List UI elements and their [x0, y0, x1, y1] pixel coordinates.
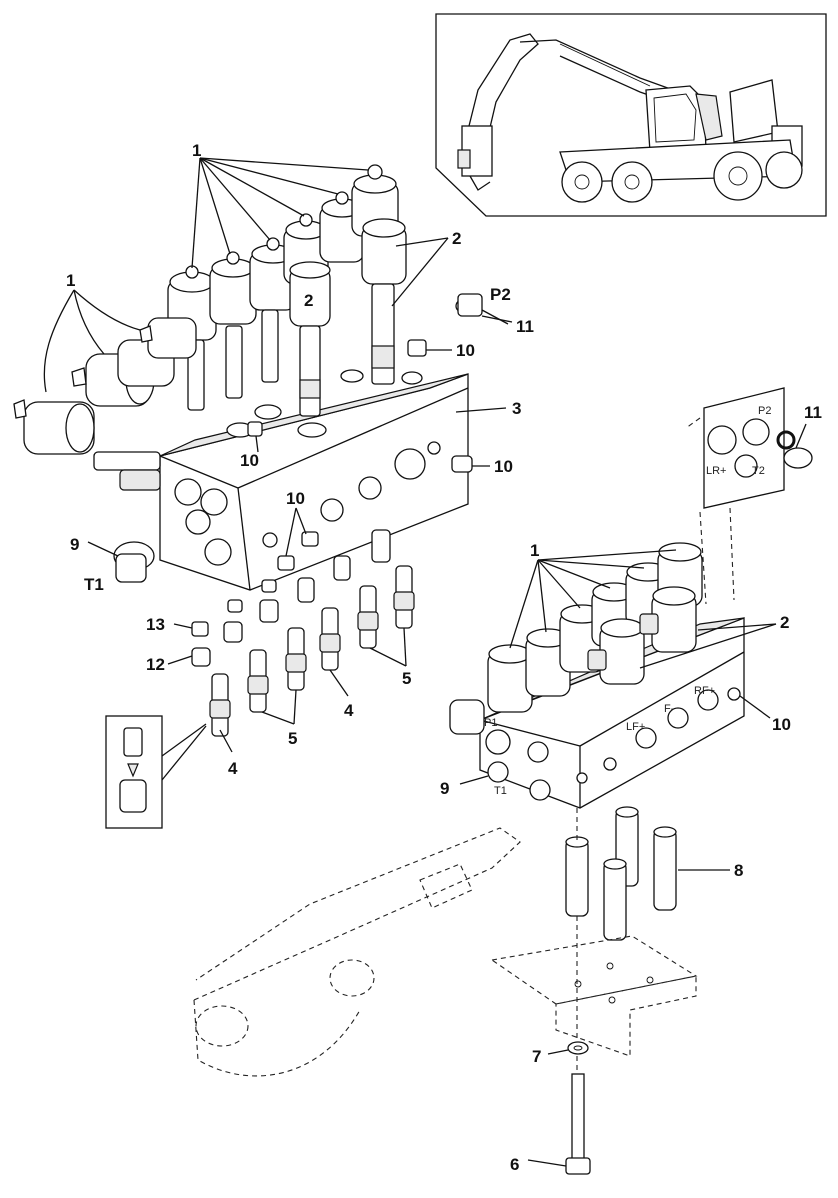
port-p2-label: P2 [758, 405, 771, 417]
callout-9-left: 9 [70, 535, 79, 554]
callout-3: 3 [512, 399, 521, 418]
machine-inset [435, 13, 827, 217]
spacer-tubes [565, 806, 677, 1040]
port-t1-small-label: T1 [494, 785, 507, 797]
callout-10-d: 10 [286, 489, 305, 508]
callout-6: 6 [510, 1155, 519, 1174]
callout-2-center: 2 [304, 291, 313, 310]
callout-2-upper: 2 [452, 229, 461, 248]
callout-5-b: 5 [402, 669, 411, 688]
cartridge-inserts [191, 529, 415, 737]
port-lr-plus-label: LR+ [706, 465, 727, 477]
callout-9-right: 9 [440, 779, 449, 798]
port-f-minus-label: F- [664, 703, 675, 715]
cartridge-detail-box [105, 715, 207, 829]
callout-4-b: 4 [344, 701, 354, 720]
callout-p2: P2 [490, 285, 511, 304]
callout-7: 7 [532, 1047, 541, 1066]
port-lf-plus-label: LF+ [626, 721, 645, 733]
callout-1-right: 1 [530, 541, 539, 560]
callout-t1: T1 [84, 575, 104, 594]
callout-2-right: 2 [780, 613, 789, 632]
callout-10-b: 10 [240, 451, 259, 470]
callout-12: 12 [146, 655, 165, 674]
fasteners [565, 1041, 591, 1175]
callout-11-a: 11 [516, 317, 534, 336]
mounting-bracket [193, 827, 698, 1077]
leader-lines [43, 157, 807, 1167]
callout-4-a: 4 [228, 759, 238, 778]
port-detail-view: LR+ P2 T2 [685, 387, 813, 605]
callout-1-left: 1 [66, 271, 75, 290]
callout-8: 8 [734, 861, 743, 880]
callout-10-c: 10 [494, 457, 513, 476]
callout-1-top: 1 [192, 141, 201, 160]
callout-5-a: 5 [288, 729, 297, 748]
port-p1-label: P1 [484, 717, 497, 729]
callouts: 1 1 1 2 2 2 3 4 4 5 5 6 7 8 9 9 10 10 10… [66, 141, 822, 1174]
callout-13: 13 [146, 615, 165, 634]
callout-11-b: 11 [804, 403, 822, 422]
left-valve-block [13, 164, 483, 591]
port-rf-plus-label: RF+ [694, 685, 715, 697]
port-t2-label: T2 [752, 465, 765, 477]
right-valve-block: LF+ F- RF+ P1 T1 [449, 542, 745, 809]
callout-10-e: 10 [772, 715, 791, 734]
callout-10-a: 10 [456, 341, 475, 360]
